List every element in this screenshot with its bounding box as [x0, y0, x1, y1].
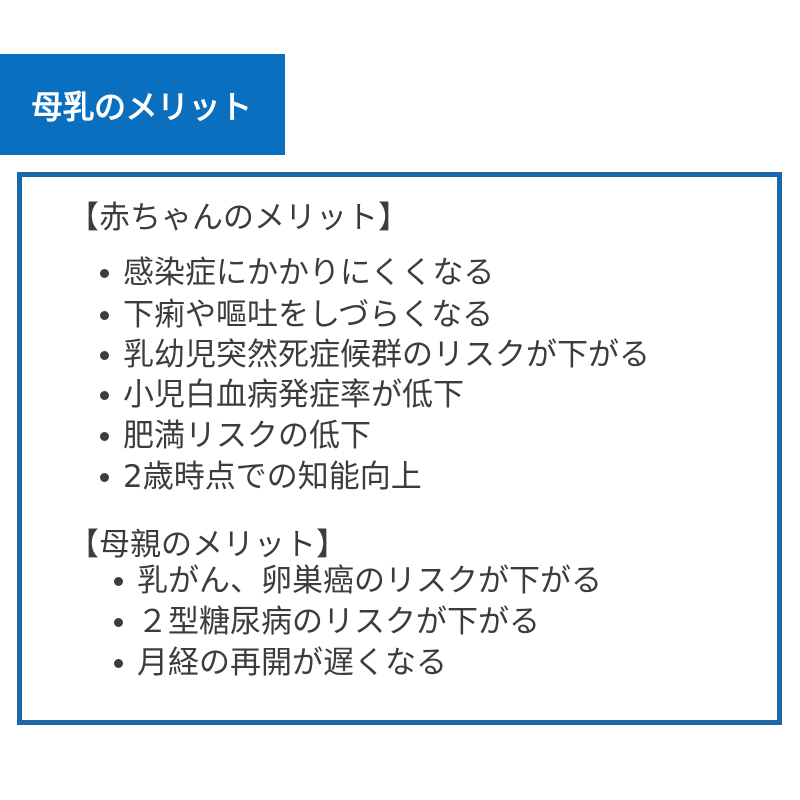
list-item: 下痢や嘔吐をしづらくなる: [94, 300, 493, 331]
list-item: 月経の再開が遅くなる: [108, 648, 447, 679]
list-item: 肥満リスクの低下: [94, 421, 371, 452]
list-item-text: 月経の再開が遅くなる: [137, 645, 447, 681]
list-item-text: 感染症にかかりにくくなる: [123, 255, 495, 291]
bullet-icon: [100, 473, 109, 482]
list-item: 乳幼児突然死症候群のリスクが下がる: [94, 340, 650, 371]
bullet-icon: [100, 269, 109, 278]
list-item-text: 小児白血病発症率が低下: [123, 377, 464, 413]
list-item: 2歳時点での知能向上: [94, 462, 422, 493]
list-item-text: 乳幼児突然死症候群のリスクが下がる: [123, 337, 650, 373]
list-item: 感染症にかかりにくくなる: [94, 258, 494, 289]
list-item-text: 肥満リスクの低下: [123, 418, 371, 454]
merits-box: [17, 172, 782, 725]
list-item-text: ２型糖尿病のリスクが下がる: [137, 604, 540, 640]
list-item: 小児白血病発症率が低下: [94, 380, 464, 411]
section-header-baby: 【赤ちゃんのメリット】: [68, 200, 409, 236]
bullet-icon: [114, 659, 123, 668]
section-header-mother: 【母親のメリット】: [68, 527, 347, 563]
bullet-icon: [100, 311, 109, 320]
title-banner: 母乳のメリット: [0, 54, 285, 155]
bullet-icon: [114, 577, 123, 586]
list-item-text: 乳がん、卵巣癌のリスクが下がる: [137, 563, 602, 599]
bullet-icon: [100, 351, 109, 360]
list-item: ２型糖尿病のリスクが下がる: [108, 607, 540, 638]
list-item-text: 下痢や嘔吐をしづらくなる: [123, 297, 494, 333]
list-item: 乳がん、卵巣癌のリスクが下がる: [108, 566, 602, 597]
page-title: 母乳のメリット: [31, 87, 252, 126]
bullet-icon: [114, 618, 123, 627]
bullet-icon: [100, 432, 109, 441]
bullet-icon: [100, 391, 109, 400]
list-item-text: 2歳時点での知能向上: [123, 459, 422, 495]
